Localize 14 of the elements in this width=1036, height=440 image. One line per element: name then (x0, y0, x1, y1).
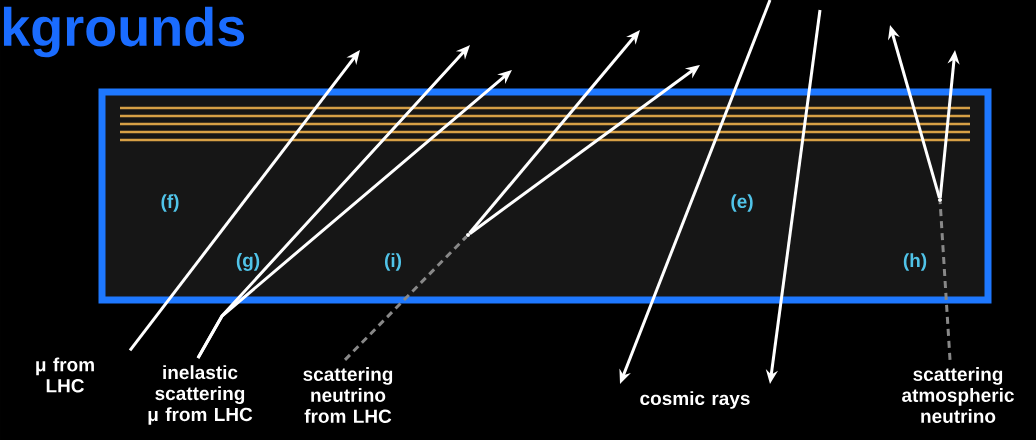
region-label: (i) (385, 253, 402, 271)
region-label: (g) (236, 253, 260, 271)
detector-box (98, 88, 992, 304)
region-label: (h) (903, 253, 927, 271)
text-label: scattering neutrino from LHC (303, 367, 393, 423)
region-label: (f) (161, 194, 179, 212)
title: kgrounds (3, 6, 244, 58)
text-label: cosmic rays (640, 391, 750, 409)
region-label: (e) (731, 194, 753, 212)
text-label: inelastic scattering μ from LHC (148, 365, 253, 425)
interaction-vertex (466, 233, 470, 237)
interaction-vertex (938, 198, 942, 202)
text-label: scattering atmospheric neutrino (902, 367, 1014, 423)
text-label: μ from LHC (36, 357, 94, 393)
